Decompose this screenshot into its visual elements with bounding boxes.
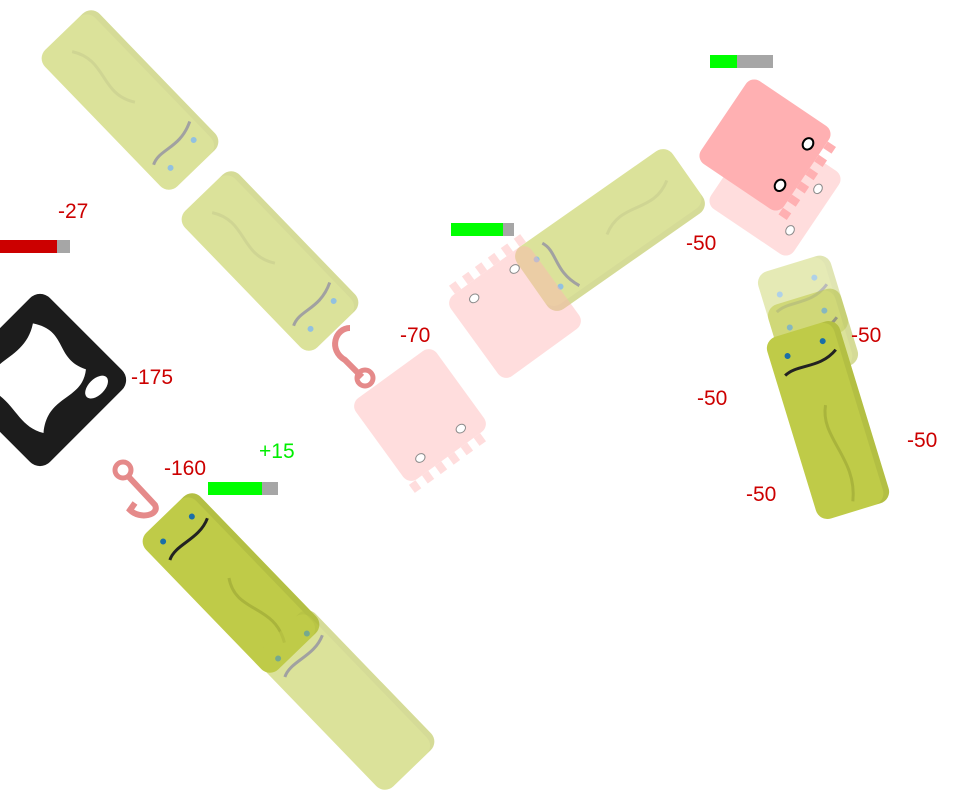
eel-creature[interactable] bbox=[510, 144, 710, 316]
heal-label: +15 bbox=[259, 440, 295, 463]
jelly-creature[interactable] bbox=[350, 345, 490, 493]
damage-label: -50 bbox=[697, 387, 728, 410]
damage-label: -160 bbox=[164, 457, 207, 480]
health-bar-cow bbox=[0, 240, 70, 253]
damage-label: -50 bbox=[686, 232, 717, 255]
health-bar-jelly-top bbox=[710, 55, 773, 68]
eel-creature[interactable] bbox=[763, 318, 893, 522]
eel-creature[interactable] bbox=[176, 166, 364, 356]
health-bar-eel bbox=[208, 482, 278, 495]
jelly-creature[interactable] bbox=[705, 120, 845, 260]
jelly-creature[interactable] bbox=[695, 75, 836, 221]
damage-label: -70 bbox=[400, 324, 431, 347]
damage-label: -175 bbox=[131, 366, 174, 389]
damage-label: -50 bbox=[746, 483, 777, 506]
jelly-creature[interactable] bbox=[445, 234, 585, 382]
damage-label: -50 bbox=[851, 324, 882, 347]
eel-creature[interactable] bbox=[252, 605, 440, 795]
damage-label: -50 bbox=[907, 429, 938, 452]
cow-creature[interactable] bbox=[0, 288, 132, 472]
eel-creature[interactable] bbox=[36, 5, 224, 195]
hook-icon bbox=[112, 459, 159, 519]
hook-icon bbox=[332, 325, 376, 389]
damage-label: -27 bbox=[58, 200, 89, 223]
health-bar-jelly bbox=[451, 223, 514, 236]
